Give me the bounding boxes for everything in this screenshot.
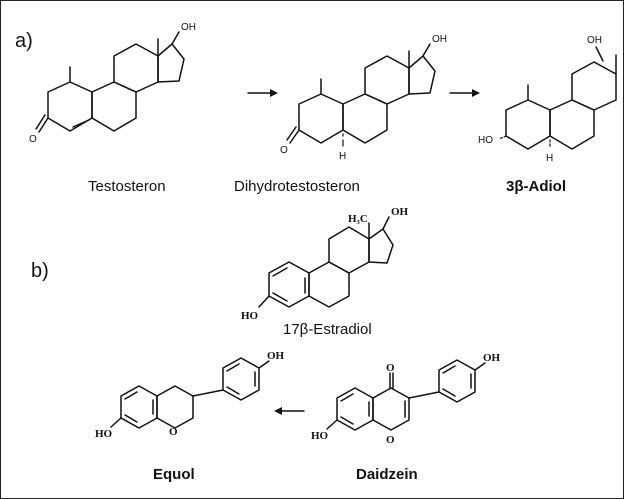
adiol-structure: OH HO H — [478, 35, 617, 164]
dht-o-label: O — [280, 145, 288, 156]
caption-adiol: 3β-Adiol — [506, 178, 566, 195]
estradiol-ho-label: HO — [241, 310, 259, 322]
adiol-ho-label: HO — [478, 135, 493, 146]
equol-oh-label: OH — [267, 350, 285, 362]
daidzein-structure: O O OH HO — [311, 352, 501, 446]
equol-ho-label: HO — [95, 428, 113, 440]
dht-h-label: H — [339, 151, 346, 162]
dht-oh-label: OH — [432, 34, 447, 45]
estradiol-oh-label: OH — [391, 206, 409, 218]
estradiol-h3c-label: H₃C — [348, 213, 368, 225]
arrow-dht-to-adiol — [449, 89, 480, 97]
equol-structure: O OH HO — [95, 350, 285, 440]
panel-label-b: b) — [31, 260, 49, 282]
testosteron-oh-label: OH — [181, 22, 196, 33]
daidzein-ho-label: HO — [311, 430, 329, 442]
adiol-oh-label: OH — [587, 35, 602, 46]
arrow-daidzein-to-equol — [274, 407, 305, 415]
caption-daidzein: Daidzein — [356, 466, 418, 483]
daidzein-oh-label: OH — [483, 352, 501, 364]
panel-label-a: a) — [15, 30, 33, 52]
adiol-h-label: H — [546, 153, 553, 164]
estradiol-structure: H₃C OH HO — [241, 206, 409, 322]
testosteron-structure: OH O — [29, 22, 196, 145]
caption-testosteron: Testosteron — [88, 178, 166, 195]
equol-o-label: O — [169, 426, 178, 438]
testosteron-o-label: O — [29, 134, 37, 145]
daidzein-carbonyl-o-label: O — [386, 362, 395, 374]
caption-dht: Dihydrotestosteron — [234, 178, 360, 195]
caption-equol: Equol — [153, 466, 195, 483]
dht-structure: OH O H — [280, 34, 447, 162]
arrow-testosteron-to-dht — [247, 89, 278, 97]
caption-estradiol: 17β-Estradiol — [283, 321, 372, 338]
daidzein-ring-o-label: O — [386, 434, 395, 446]
